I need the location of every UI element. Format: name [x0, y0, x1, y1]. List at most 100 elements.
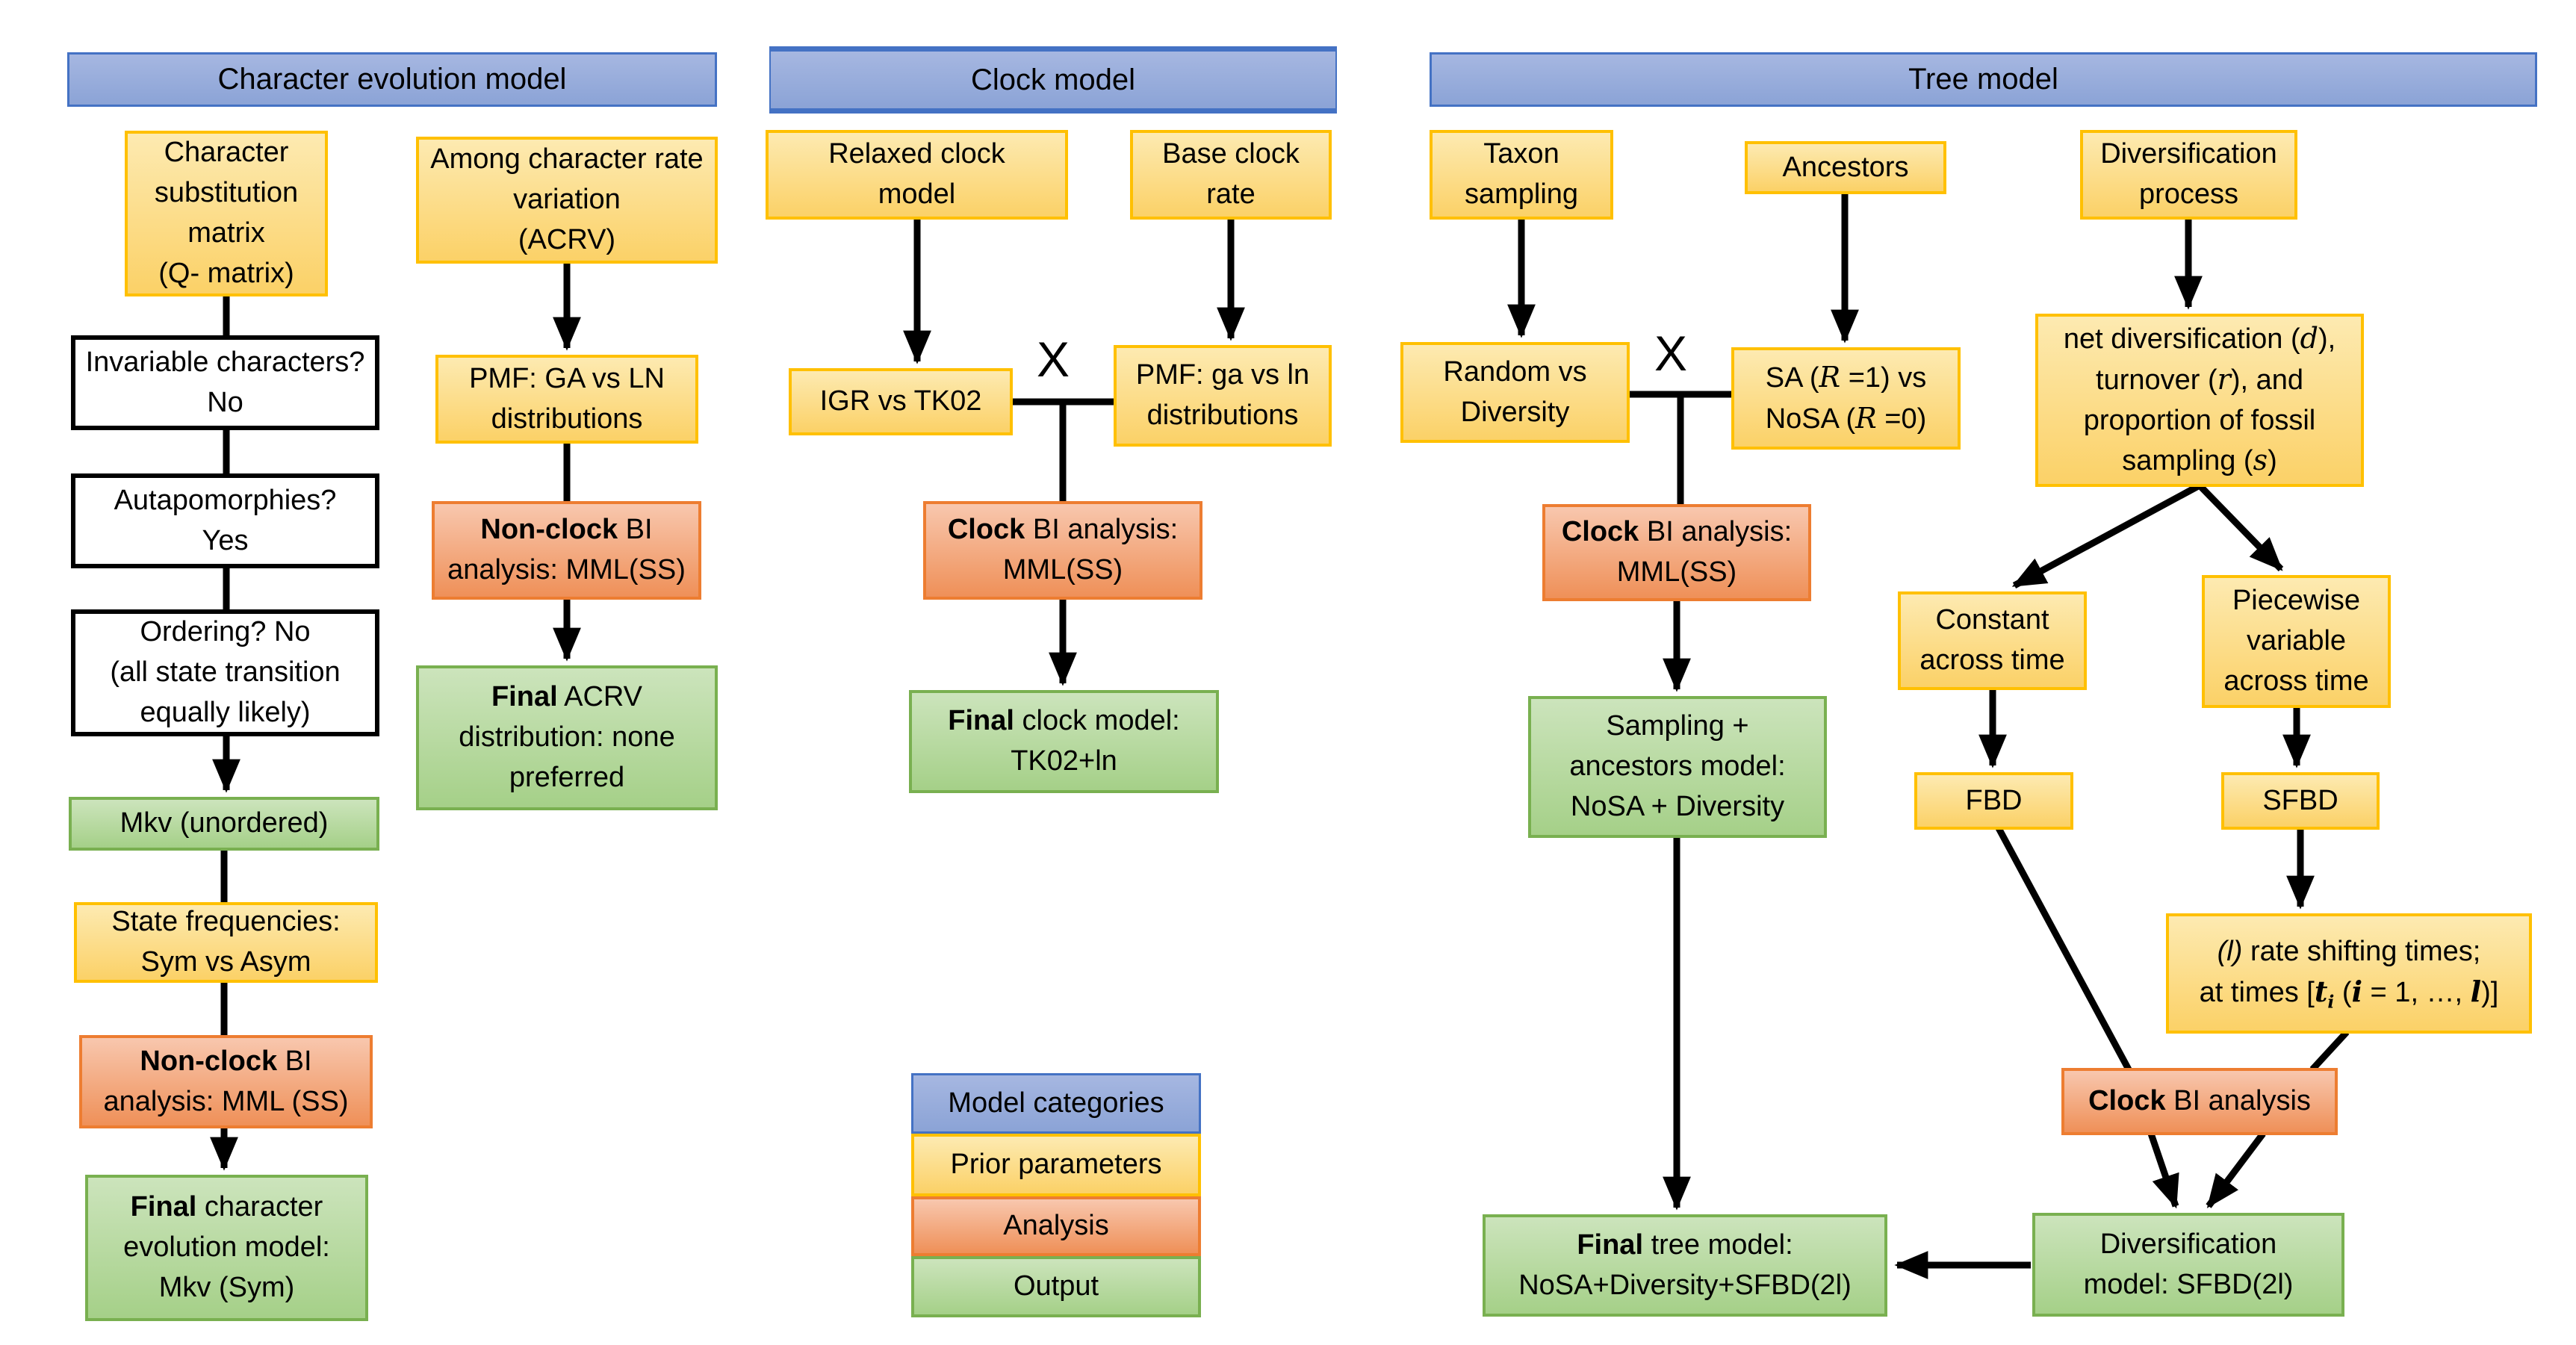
relaxed-line2: model [878, 178, 956, 210]
arrow-netdiv-constant [2011, 482, 2202, 588]
legend-prior-parameters: Prior parameters [911, 1134, 1201, 1196]
box-sfbd: SFBD [2221, 772, 2380, 830]
clockbi-label: Clock BI analysis: MML(SS) [934, 510, 1192, 591]
treeclockbi-rest: BI analysis: MML(SS) [1616, 516, 1793, 588]
clockbi2-label: Clock BI analysis [2088, 1081, 2311, 1122]
header-clock-model: Clock model [769, 46, 1337, 114]
igr-label: IGR vs TK02 [819, 385, 982, 417]
header-character-label: Character evolution model [217, 63, 567, 96]
acrvnonclock-label: Non-clock BI analysis: MML(SS) [442, 510, 691, 591]
cross-combination-marker-tree: X [1654, 326, 1688, 381]
mkv-label: Mkv (unordered) [120, 807, 329, 839]
ordering-line1: Ordering? No [140, 616, 311, 648]
acrvfinal-rest: ACRV distribution: none preferred [459, 681, 675, 793]
legend-analysis-label: Analysis [1003, 1210, 1109, 1242]
statefreq-line1: State frequencies: [111, 906, 341, 938]
acrv-main: Among character rate variation [430, 143, 704, 216]
invariable-line2: No [207, 386, 243, 418]
box-autapomorphies: Autapomorphies? Yes [71, 473, 379, 568]
legend-output-label: Output [1013, 1270, 1099, 1302]
box-diversification-process: Diversification process [2080, 130, 2297, 220]
box-rate-shifting-times: (l) rate shifting times; at times [ti (i… [2166, 913, 2532, 1034]
rateshift-line1: (l) rate shifting times; [2217, 932, 2481, 972]
sfbd-label: SFBD [2262, 784, 2338, 816]
finalchar-bold: Final [130, 1191, 197, 1223]
box-mkv-unordered: Mkv (unordered) [69, 797, 379, 851]
divmodel-line2: model: SFBD(2l) [2083, 1268, 2294, 1300]
acrvfinal-label: Final ACRV distribution: none preferred [426, 677, 707, 798]
netdiv-seg4: ), and proportion of fossil sampling ( [2083, 364, 2316, 477]
header-tree-model: Tree model [1430, 52, 2537, 107]
connector-rateshift-clockbi2 [2309, 1029, 2350, 1072]
sa-seg0: SA ( [1765, 361, 1819, 394]
arrow-clockbi2-divmodel-right [2206, 1131, 2266, 1208]
qmatrix-sub: (Q- matrix) [158, 257, 294, 289]
box-sampling-ancestors-model: Sampling + ancestors model: NoSA + Diver… [1528, 696, 1827, 838]
netdiv-seg6: ) [2268, 445, 2277, 477]
clockbi-rest: BI analysis: MML(SS) [1002, 514, 1179, 585]
samplingmodel-line2: ancestors model: [1569, 751, 1786, 783]
rateshift-l-italic: (l) [2217, 935, 2243, 967]
box-final-character-evolution-model: Final character evolution model: Mkv (Sy… [85, 1175, 368, 1321]
connector-fbd-clockbi2 [1996, 826, 2132, 1072]
legend-model-categories-label: Model categories [948, 1087, 1164, 1119]
box-final-clock-model: Final clock model: TK02+ln [909, 690, 1219, 793]
relaxed-line1: Relaxed clock [828, 138, 1005, 170]
rateshift-seg5: = 1, …, [2362, 977, 2471, 1009]
legend-analysis: Analysis [911, 1196, 1201, 1256]
box-relaxed-clock-model: Relaxed clock model [766, 130, 1068, 220]
box-piecewise-variable: Piecewise variable across time [2202, 575, 2391, 708]
sa-seg1-italic-r: R [1819, 360, 1841, 394]
random-line2: Diversity [1460, 396, 1570, 428]
nonclock-label: Non-clock BI analysis: MML (SS) [90, 1042, 362, 1122]
autapomorphies-line1: Autapomorphies? [114, 484, 337, 516]
pmfga-label: PMF: GA vs LN distributions [469, 362, 665, 435]
box-base-clock-rate: Base clock rate [1130, 130, 1332, 220]
sa-seg2: =1) vs NoSA ( [1765, 361, 1927, 435]
box-nonclock-bi-analysis: Non-clock BI analysis: MML (SS) [79, 1035, 373, 1128]
treeclockbi-label: Clock BI analysis: MML(SS) [1553, 512, 1801, 593]
statefreq-line2: Sym vs Asym [140, 946, 311, 978]
box-clock-bi-analysis-clock: Clock BI analysis: MML(SS) [923, 501, 1202, 600]
clockbi2-bold: Clock [2088, 1085, 2166, 1117]
box-random-vs-diversity: Random vs Diversity [1400, 342, 1630, 443]
netdiv-seg1-italic-d: d [2300, 321, 2318, 355]
box-invariable-characters: Invariable characters? No [71, 335, 379, 430]
baserate-line2: rate [1206, 178, 1256, 210]
box-sa-vs-nosa: SA (R =1) vs NoSA (R =0) [1731, 347, 1961, 450]
clockbi2-rest: BI analysis [2165, 1085, 2311, 1117]
rateshift-seg3: ( [2334, 977, 2352, 1009]
finaltree-label: Final tree model: NoSA+Diversity+SFBD(2l… [1493, 1226, 1877, 1306]
box-ancestors: Ancestors [1745, 141, 1946, 194]
rateshift-line2: at times [ti (i = 1, …, l)] [2200, 972, 2499, 1015]
box-acrv-nonclock-bi: Non-clock BI analysis: MML(SS) [432, 501, 701, 600]
header-tree-label: Tree model [1908, 63, 2058, 96]
pmfln-label: PMF: ga vs ln distributions [1135, 359, 1310, 431]
finalchar-rest: character evolution model: Mkv (Sym) [123, 1191, 330, 1303]
box-state-frequencies: State frequencies: Sym vs Asym [74, 902, 378, 983]
header-character-evolution-model: Character evolution model [67, 52, 717, 107]
box-pmf-ga-ln-lowercase: PMF: ga vs ln distributions [1114, 345, 1332, 447]
baserate-line1: Base clock [1162, 138, 1300, 170]
box-ordering: Ordering? No (all state transition equal… [71, 609, 379, 736]
finalchar-label: Final character evolution model: Mkv (Sy… [96, 1187, 358, 1308]
legend-prior-parameters-label: Prior parameters [950, 1149, 1162, 1181]
clockbi-bold: Clock [947, 514, 1025, 546]
box-final-tree-model: Final tree model: NoSA+Diversity+SFBD(2l… [1483, 1214, 1887, 1317]
rateshift-seg4-i: i [2351, 975, 2362, 1009]
rateshift-seg1-t: t [2314, 975, 2328, 1009]
acrvnonclock-bold: Non-clock [480, 514, 618, 546]
ordering-line2: (all state transition equally likely) [110, 656, 341, 728]
divprocess-line2: process [2138, 178, 2239, 210]
acrvnonclock-rest: BI analysis: MML(SS) [447, 514, 686, 585]
random-line1: Random vs [1443, 355, 1587, 388]
box-pmf-ga-ln: PMF: GA vs LN distributions [435, 355, 698, 444]
nonclock-bold: Non-clock [140, 1045, 278, 1077]
netdiv-seg3-italic-r: r [2217, 362, 2231, 396]
legend-model-categories: Model categories [911, 1073, 1201, 1134]
qmatrix-main: Character substitution matrix [154, 137, 299, 249]
box-clock-bi-analysis-tree: Clock BI analysis: MML(SS) [1542, 504, 1811, 601]
netdiv-seg2: ), turnover ( [2096, 323, 2336, 396]
box-clock-bi-analysis-diversification: Clock BI analysis [2061, 1068, 2338, 1135]
